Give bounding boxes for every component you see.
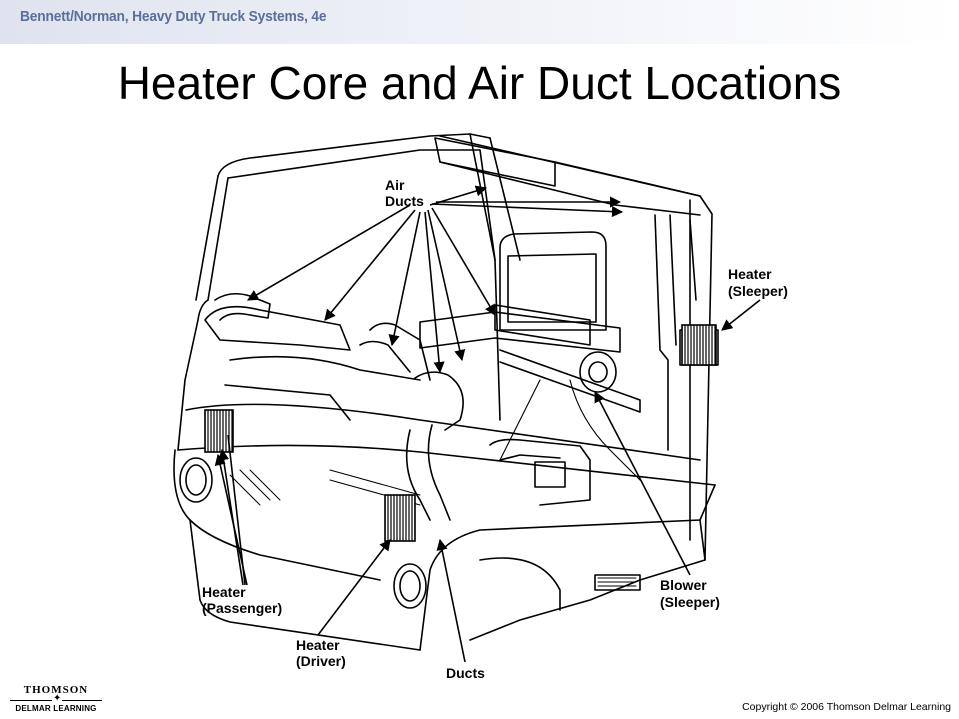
label-air-ducts: Air Ducts <box>385 177 424 209</box>
logo-delmar: DELMAR LEARNING <box>15 704 97 713</box>
sleeper-heater-core <box>681 324 717 366</box>
driver-heater-core <box>384 494 416 542</box>
publisher-logo: THOMSON ✦ DELMAR LEARNING <box>10 684 102 713</box>
slide-title: Heater Core and Air Duct Locations <box>117 57 842 109</box>
cab-outline <box>173 133 719 651</box>
book-title: Bennett/Norman, Heavy Duty Truck Systems… <box>20 8 327 25</box>
label-heater-driver: Heater (Driver) <box>296 637 346 669</box>
logo-thomson: THOMSON <box>23 684 89 696</box>
copyright-notice: Copyright © 2006 Thomson Delmar Learning <box>742 701 951 713</box>
logo-rule: ✦ <box>10 693 102 705</box>
label-blower-sleeper: Blower (Sleeper) <box>660 577 720 610</box>
label-ducts: Ducts <box>446 665 485 681</box>
label-heater-sleeper: Heater (Sleeper) <box>728 266 788 299</box>
star-icon: ✦ <box>52 693 63 705</box>
leader-arrows <box>214 185 761 663</box>
leader-line-passenger-extra <box>227 434 246 586</box>
label-heater-passenger: Heater (Passenger) <box>202 584 282 616</box>
header-bar: Bennett/Norman, Heavy Duty Truck Systems… <box>0 0 959 44</box>
